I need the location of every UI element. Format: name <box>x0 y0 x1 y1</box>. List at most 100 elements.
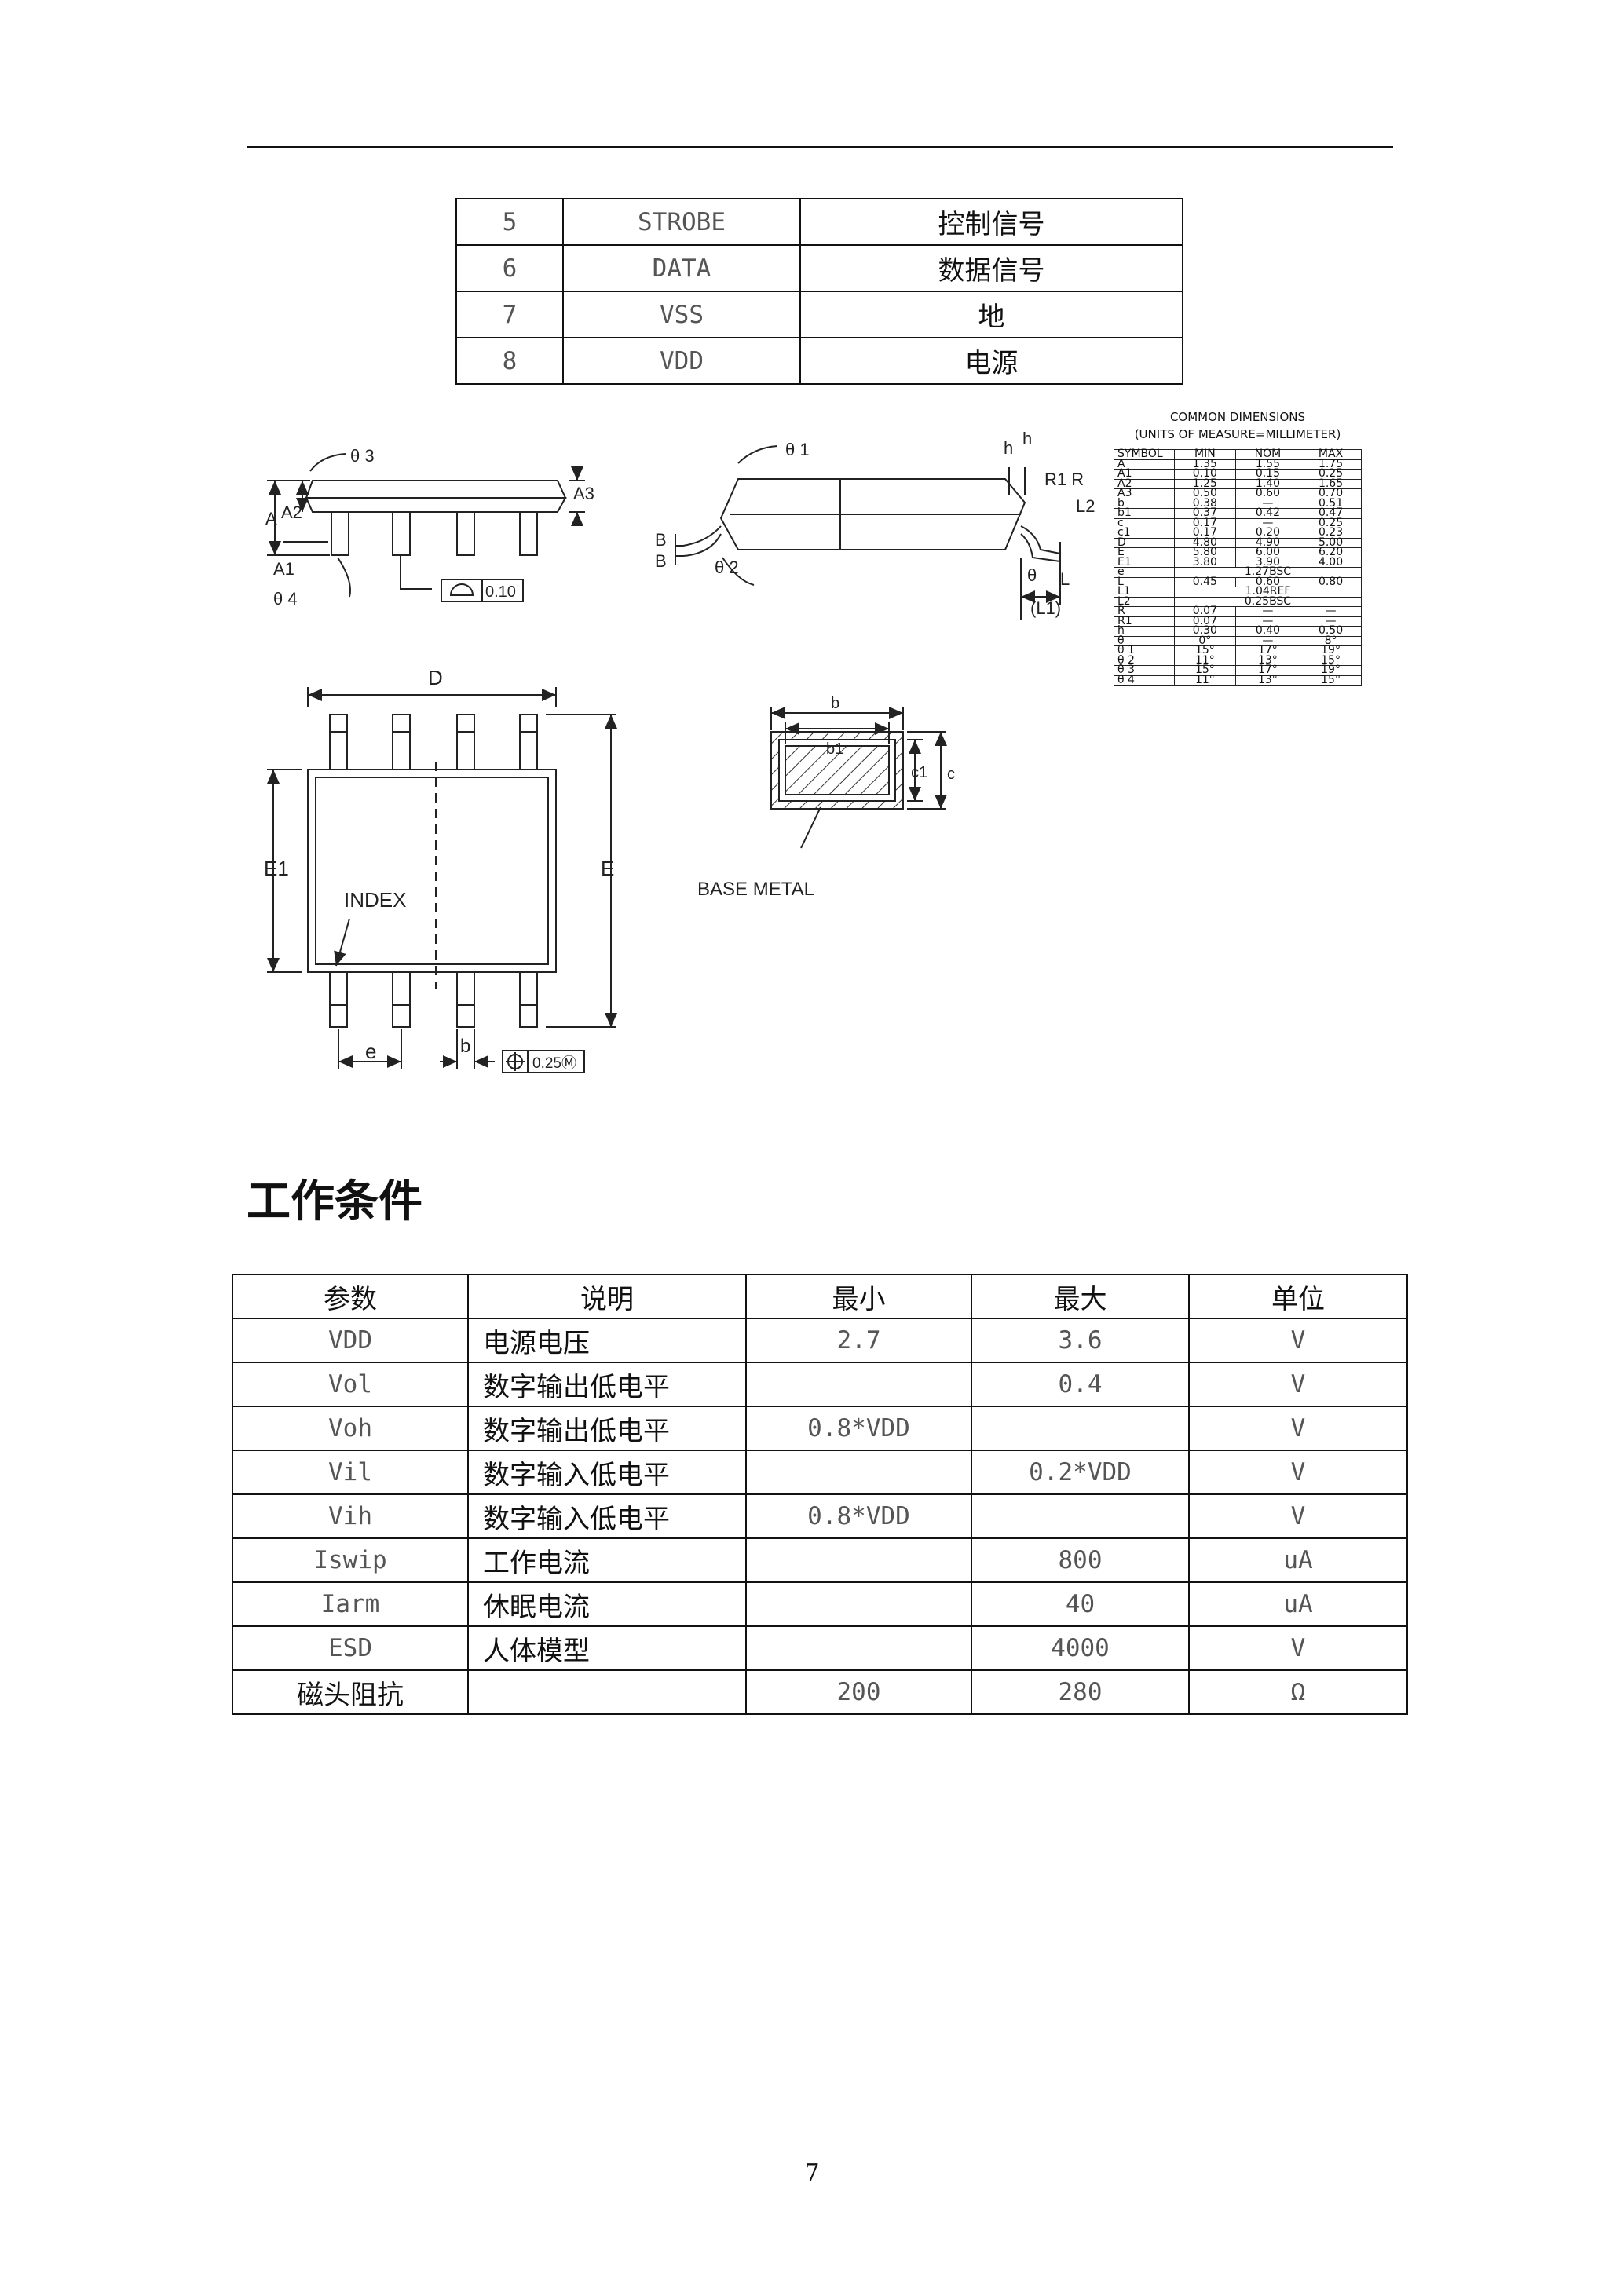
section-title: 工作条件 <box>247 1176 422 1227</box>
table-row: 5 STROBE 控制信号 <box>455 198 1183 246</box>
label-E: E <box>601 857 614 880</box>
label-h2: h <box>1022 429 1032 448</box>
dim-min: 3.80 <box>1174 557 1236 568</box>
label-base-metal: BASE METAL <box>697 879 814 900</box>
label-L: L <box>1060 569 1070 589</box>
label-index: INDEX <box>344 888 406 912</box>
unit-cell: V <box>1188 1362 1408 1407</box>
pin-desc: 控制信号 <box>799 198 1183 246</box>
dim-min: 0.45 <box>1174 576 1236 587</box>
dimensions-title-line1: COMMON DIMENSIONS <box>1169 410 1306 424</box>
label-A3: A3 <box>573 484 594 503</box>
label-B1: B <box>655 530 667 550</box>
column-header: MIN <box>1174 448 1236 460</box>
label-theta2: θ 2 <box>715 558 739 577</box>
pin-desc: 地 <box>799 291 1183 338</box>
max-cell <box>971 1493 1190 1539</box>
desc-cell: 数字输出低电平 <box>467 1406 747 1451</box>
column-header: SYMBOL <box>1114 448 1175 460</box>
dim-nom: 0.20 <box>1234 527 1301 539</box>
column-header: 参数 <box>232 1274 469 1319</box>
label-position-tolerance: 0.25Ⓜ <box>532 1055 576 1072</box>
param-cell: ESD <box>232 1625 469 1671</box>
param-cell: Iarm <box>232 1581 469 1627</box>
unit-cell: V <box>1188 1406 1408 1451</box>
dim-max: 15° <box>1300 675 1362 686</box>
pin-name: VDD <box>562 337 801 385</box>
dim-nom: 13° <box>1234 655 1301 666</box>
pin-number: 5 <box>455 198 564 246</box>
dim-nom: 4.90 <box>1234 537 1301 548</box>
pin-table: 5 STROBE 控制信号 6 DATA 数据信号 7 VSS 地 8 VDD … <box>455 198 1183 385</box>
min-cell <box>745 1581 972 1627</box>
min-cell: 0.8*VDD <box>745 1406 972 1451</box>
table-row: 7 VSS 地 <box>455 291 1183 338</box>
desc-cell: 电源电压 <box>467 1318 747 1363</box>
label-h1: h <box>1004 438 1013 458</box>
label-c1: c1 <box>911 764 927 781</box>
dim-nom: 17° <box>1234 645 1301 656</box>
label-A: A <box>265 509 277 528</box>
dimensions-title: COMMON DIMENSIONS (UNITS OF MEASURE=MILL… <box>1114 408 1362 443</box>
table-row: 8 VDD 电源 <box>455 337 1183 385</box>
header-rule <box>247 146 1393 148</box>
label-e: e <box>365 1040 376 1063</box>
unit-cell: V <box>1188 1450 1408 1495</box>
unit-cell: Ω <box>1188 1669 1408 1715</box>
label-theta: θ <box>1027 565 1037 585</box>
dim-min: 1.35 <box>1174 459 1236 470</box>
label-L1: (L1) <box>1030 598 1061 618</box>
unit-cell: V <box>1188 1493 1408 1539</box>
top-view: D E1 E INDEX e b 0.25Ⓜ <box>264 666 617 1073</box>
dim-symbol: A1 <box>1114 468 1175 480</box>
label-theta4: θ 4 <box>273 589 298 609</box>
min-cell: 200 <box>745 1669 972 1715</box>
dim-nom: 1.55 <box>1234 459 1301 470</box>
label-E1: E1 <box>264 857 289 880</box>
label-D: D <box>428 666 443 689</box>
min-cell <box>745 1362 972 1407</box>
desc-cell: 数字输出低电平 <box>467 1362 747 1407</box>
label-b-pitch: b <box>460 1036 470 1057</box>
pin-number: 6 <box>455 244 564 292</box>
label-theta1: θ 1 <box>785 440 810 459</box>
param-cell: 磁头阻抗 <box>232 1669 469 1715</box>
unit-cell: uA <box>1188 1537 1408 1583</box>
dim-nom: 0.15 <box>1234 468 1301 480</box>
dim-max: 0.50 <box>1300 625 1362 637</box>
desc-cell: 数字输入低电平 <box>467 1493 747 1539</box>
page-number: 7 <box>804 2159 820 2187</box>
unit-cell: V <box>1188 1625 1408 1671</box>
column-header: 说明 <box>467 1274 747 1319</box>
max-cell: 0.4 <box>971 1362 1190 1407</box>
column-header: MAX <box>1300 448 1362 460</box>
min-cell: 0.8*VDD <box>745 1493 972 1539</box>
column-header: NOM <box>1234 448 1301 460</box>
dimensions-title-line2: (UNITS OF MEASURE=MILLIMETER) <box>1134 427 1341 441</box>
label-flatness: 0.10 <box>485 583 516 601</box>
max-cell: 0.2*VDD <box>971 1450 1190 1495</box>
dim-symbol: E1 <box>1114 557 1175 568</box>
dim-max: 0.25 <box>1300 468 1362 480</box>
label-A2: A2 <box>281 503 302 522</box>
column-header: 单位 <box>1188 1274 1408 1319</box>
side-view: θ 3 A A2 A1 A3 θ 4 0.10 <box>265 446 594 609</box>
